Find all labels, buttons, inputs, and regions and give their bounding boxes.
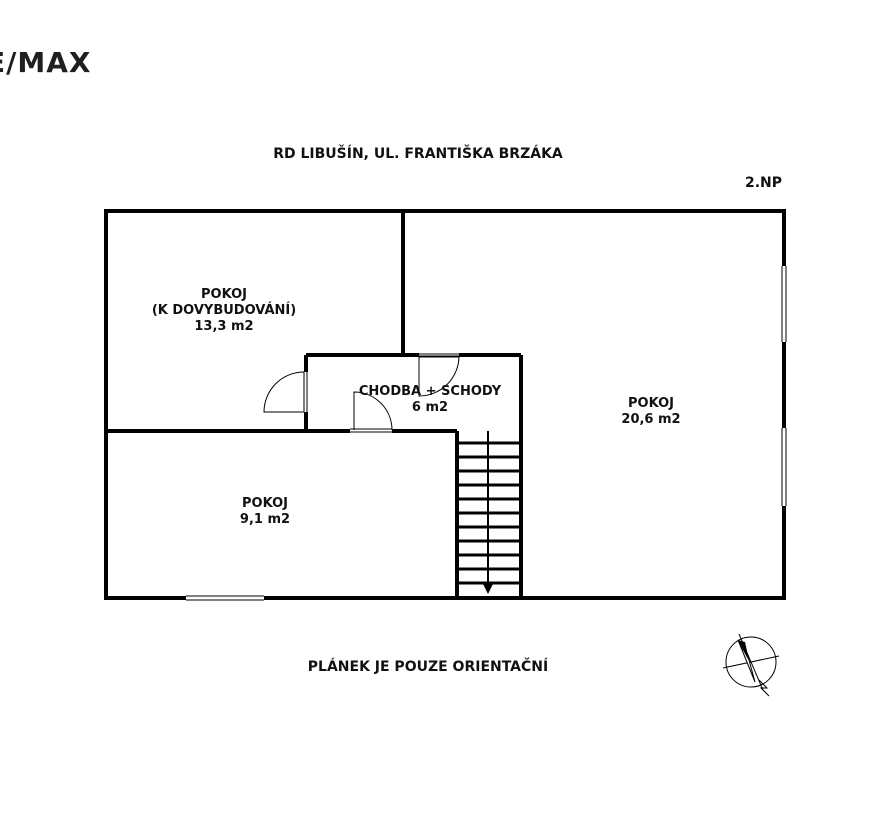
window [186,595,264,601]
outer-wall [104,209,786,600]
window [781,428,787,506]
room-label: CHODBA + SCHODY 6 m2 [359,384,501,416]
room-label: POKOJ 20,6 m2 [621,396,680,428]
room-area: 13,3 m2 [194,319,254,334]
room-label: POKOJ 9,1 m2 [240,496,290,528]
room-area: 9,1 m2 [239,512,291,527]
room-subtitle: (K DOVYBUDOVÁNÍ) [151,303,297,318]
room-label: POKOJ (K DOVYBUDOVÁNÍ) 13,3 m2 [152,287,296,335]
room-name: POKOJ [628,396,674,411]
floor-label: 2.NP [745,175,783,191]
room-area: 6 m2 [411,400,449,415]
door-gap [350,428,392,434]
disclaimer-note: PLÁNEK JE POUZE ORIENTAČNÍ [307,659,549,675]
plan-title: RD LIBUŠÍN, UL. FRANTIŠKA BRZÁKA [273,146,563,162]
room-name: CHODBA + SCHODY [358,384,502,399]
door-gap [303,372,309,412]
north-arrow-icon [722,633,780,697]
door-swing [263,371,305,413]
remax-logo: E/MAX [0,46,92,79]
stair-arrow-icon [482,582,494,594]
door-swing [418,355,460,397]
door-gap [419,352,459,358]
room-name: POKOJ [201,287,247,302]
room-area: 20,6 m2 [621,412,681,427]
room-name: POKOJ [242,496,288,511]
window [781,266,787,342]
door-swing [353,391,393,431]
